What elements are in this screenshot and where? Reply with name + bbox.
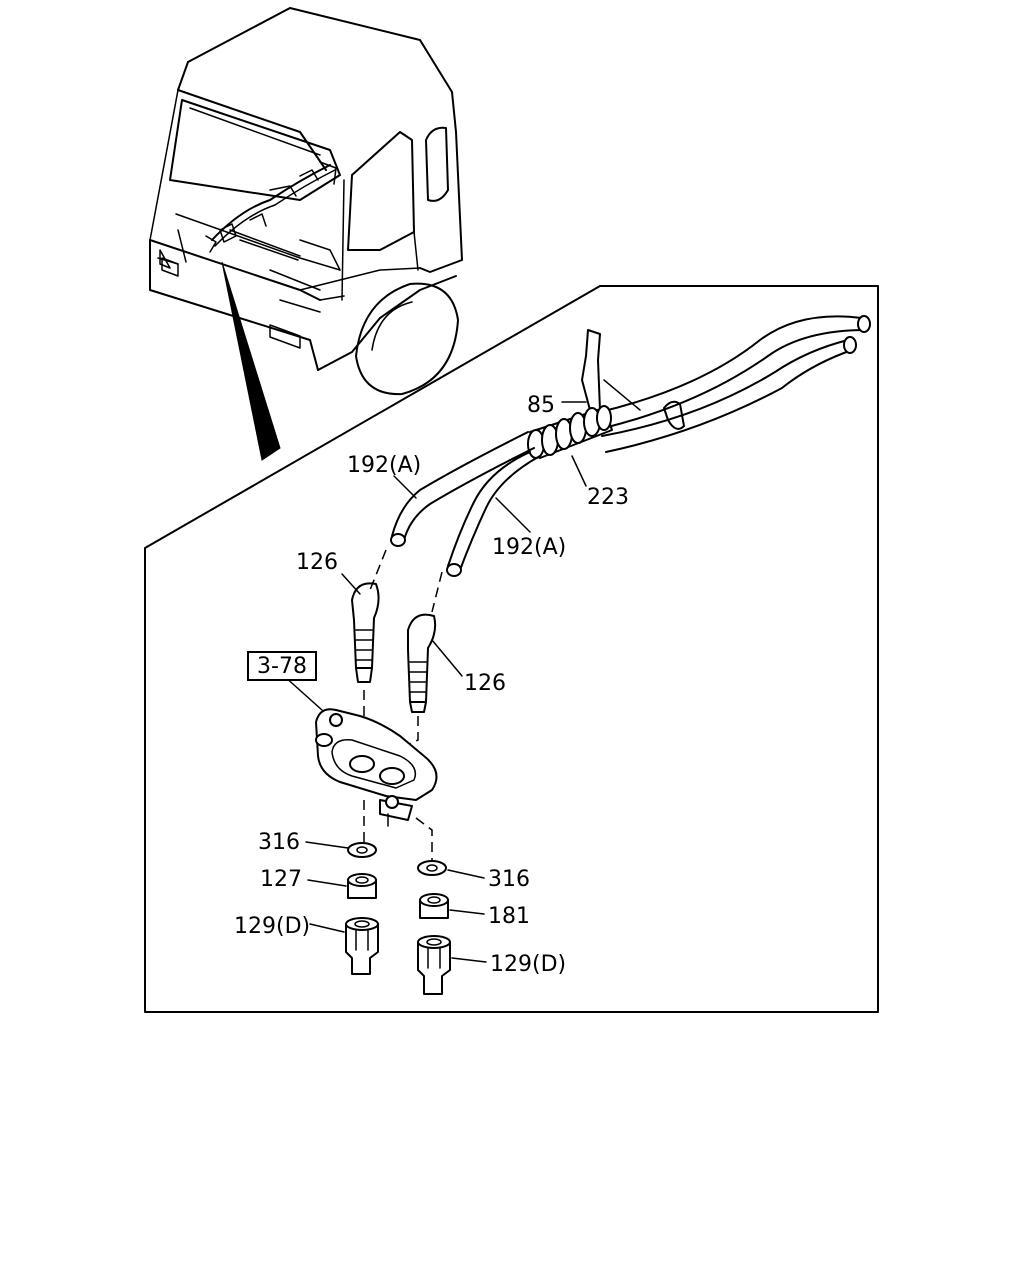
truck-cab-illustration [149,7,463,461]
callout-181: 181 [488,904,530,929]
reference-box [247,651,317,681]
callout-129d-left: 129(D) [234,914,310,939]
leader-lines [283,379,641,963]
nut-181 [419,893,449,919]
mounting-plate [315,708,438,827]
callout-129d-right: 129(D) [490,952,566,977]
callout-316-left: 316 [258,830,300,855]
clip-85-icon [581,329,601,411]
callout-85: 85 [527,393,555,418]
callout-126-left: 126 [296,550,338,575]
callout-192a-lower: 192(A) [492,535,566,560]
callout-223: 223 [587,485,629,510]
detail-frame [144,285,879,1013]
connector-129d-left [345,917,379,975]
callout-126-right: 126 [464,671,506,696]
clamp-85 [663,400,685,430]
elbow-fitting-126-left [351,582,380,683]
hose-assembly [390,315,871,577]
callout-192a-upper: 192(A) [347,453,421,478]
nut-127 [347,873,377,899]
washer-316-left [347,842,377,858]
callout-316-right: 316 [488,867,530,892]
elbow-fitting-126-right [407,613,437,713]
reference-box-label: 3-78 [257,654,307,679]
connector-129d-right [417,935,451,995]
washer-316-right [417,860,447,876]
callout-127: 127 [260,867,302,892]
detail-pointer-wedge [221,261,281,461]
